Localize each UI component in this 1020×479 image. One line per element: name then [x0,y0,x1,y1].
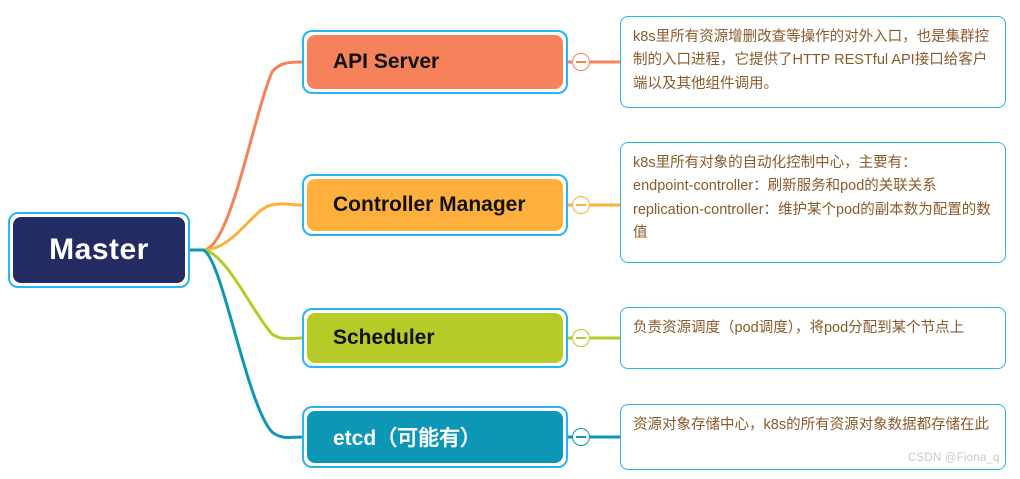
branch-label-api-server: API Server [333,50,440,73]
root-node-label: Master [49,233,149,266]
branch-node-scheduler[interactable]: Scheduler [302,308,568,368]
branch-node-body: Controller Manager [307,179,563,231]
minus-circle-icon-etcd[interactable] [572,428,590,446]
branch-node-body: Scheduler [307,313,563,363]
minus-circle-icon-scheduler[interactable] [572,329,590,347]
description-box-scheduler[interactable]: 负责资源调度（pod调度），将pod分配到某个节点上 [620,307,1006,369]
root-node-body: Master [13,217,185,283]
description-box-controller-manager[interactable]: k8s里所有对象的自动化控制中心，主要有： endpoint-controlle… [620,142,1006,263]
branch-node-controller-manager[interactable]: Controller Manager [302,174,568,236]
description-box-etcd[interactable]: 资源对象存储中心，k8s的所有资源对象数据都存储在此 [620,404,1006,470]
root-node-master[interactable]: Master [8,212,190,288]
branch-node-etcd[interactable]: etcd（可能有） [302,406,568,468]
branch-node-body: etcd（可能有） [307,411,563,463]
description-box-api-server[interactable]: k8s里所有资源增删改查等操作的对外入口，也是集群控制的入口进程，它提供了HTT… [620,16,1006,108]
watermark: CSDN @Fiona_q [908,452,1000,464]
branch-node-body: API Server [307,35,563,89]
branch-label-controller-manager: Controller Manager [333,193,526,216]
branch-label-scheduler: Scheduler [333,326,435,349]
minus-circle-icon-api-server[interactable] [572,53,590,71]
branch-label-etcd: etcd（可能有） [333,427,482,450]
branch-node-api-server[interactable]: API Server [302,30,568,94]
minus-circle-icon-controller-manager[interactable] [572,196,590,214]
